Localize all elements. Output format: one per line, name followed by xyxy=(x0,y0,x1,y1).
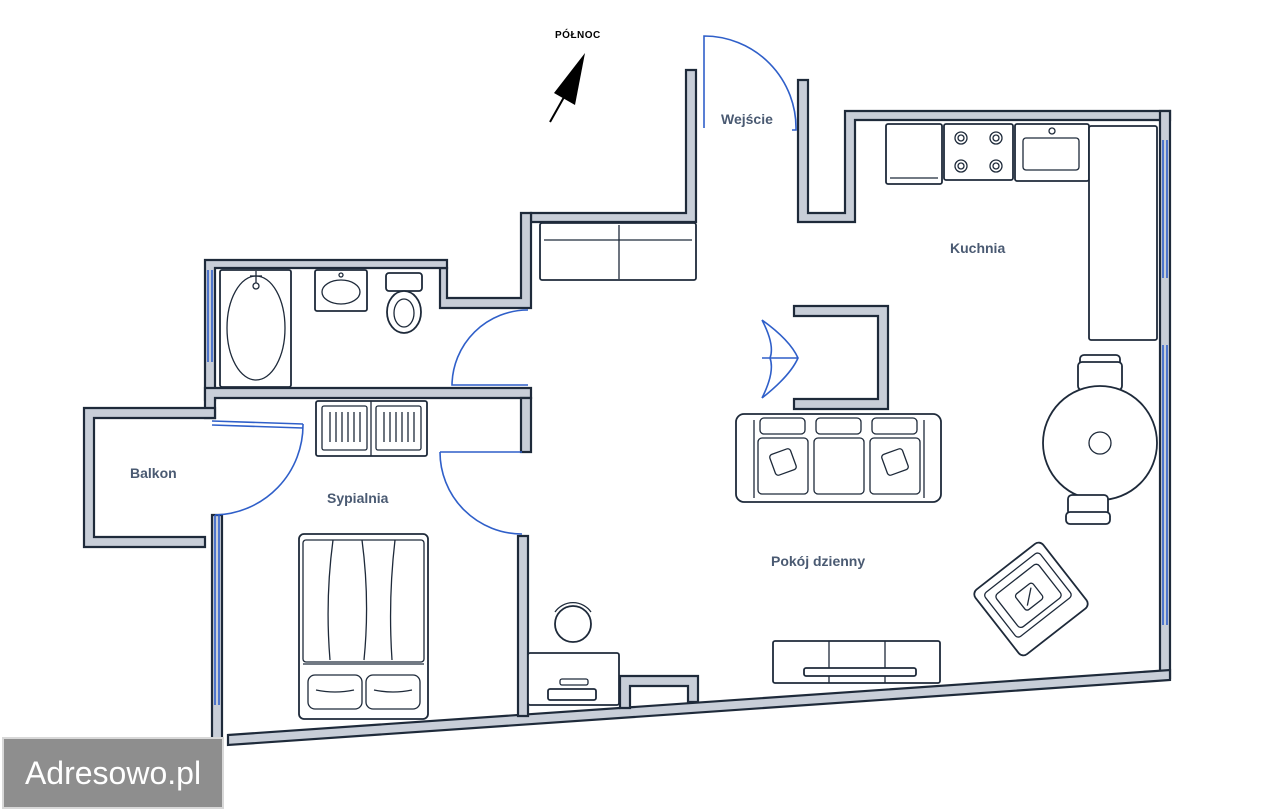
room-label-balcony: Balkon xyxy=(130,465,177,481)
toilet-bowl xyxy=(386,290,422,334)
kitchen-furniture xyxy=(885,123,1158,341)
room-label-bedroom: Sypialnia xyxy=(327,490,389,506)
room-label-entrance: Wejście xyxy=(721,111,773,127)
laptop-icon xyxy=(547,688,597,701)
pillow-icon xyxy=(307,674,363,710)
door-entrance xyxy=(703,35,797,131)
sink-cabinet xyxy=(1014,123,1090,182)
dining-set xyxy=(1042,354,1158,525)
kitchen-counter xyxy=(1088,125,1158,341)
fridge xyxy=(885,123,943,185)
wall-balcony xyxy=(82,406,217,549)
cushion-icon-2 xyxy=(881,448,909,476)
dining-table xyxy=(1042,385,1158,501)
chair-bottom-back xyxy=(1065,511,1111,525)
wall-bottom-niche xyxy=(618,674,700,710)
washbasin xyxy=(314,269,368,312)
wall-corridor-mid xyxy=(519,396,533,454)
toilet-tank xyxy=(385,272,423,292)
window-balcony-door xyxy=(211,420,304,425)
wall-bedroom-left xyxy=(210,513,224,747)
window-balcony-door-2 xyxy=(211,424,304,429)
doors xyxy=(214,35,799,535)
wall-right-exterior xyxy=(1158,109,1172,680)
desk-chair xyxy=(554,605,592,643)
desk-set xyxy=(527,602,620,706)
tv-stand xyxy=(772,640,941,684)
room-label-living-room: Pokój dzienny xyxy=(771,553,865,569)
room-label-kitchen: Kuchnia xyxy=(950,240,1005,256)
door-bathroom xyxy=(451,309,529,386)
cushion-icon xyxy=(769,448,797,476)
stove xyxy=(943,123,1014,181)
tv-icon xyxy=(803,667,917,677)
sofa-body xyxy=(735,413,942,503)
door-balcony xyxy=(214,423,304,516)
bed xyxy=(298,533,429,720)
armchair xyxy=(973,541,1089,657)
wall-bedroom-living xyxy=(516,534,530,718)
wall-chimney xyxy=(792,304,890,411)
north-label: PÓŁNOC xyxy=(555,28,601,41)
north-arrow-icon xyxy=(549,53,585,123)
watermark-logo: Adresowo.pl xyxy=(2,737,224,809)
wall-bottom-exterior xyxy=(226,668,1172,747)
sofa xyxy=(735,413,942,503)
bathtub xyxy=(219,269,292,388)
wall-corridor-upper xyxy=(438,211,533,310)
door-chimney xyxy=(761,319,799,399)
windows xyxy=(207,140,1168,705)
walls xyxy=(82,68,1172,747)
door-bedroom xyxy=(439,451,523,535)
hall-bench xyxy=(539,222,697,281)
pillow-icon-2 xyxy=(365,674,421,710)
sink-icon xyxy=(1022,137,1080,171)
bathroom-furniture xyxy=(219,269,423,388)
bedroom-furniture xyxy=(298,400,429,720)
